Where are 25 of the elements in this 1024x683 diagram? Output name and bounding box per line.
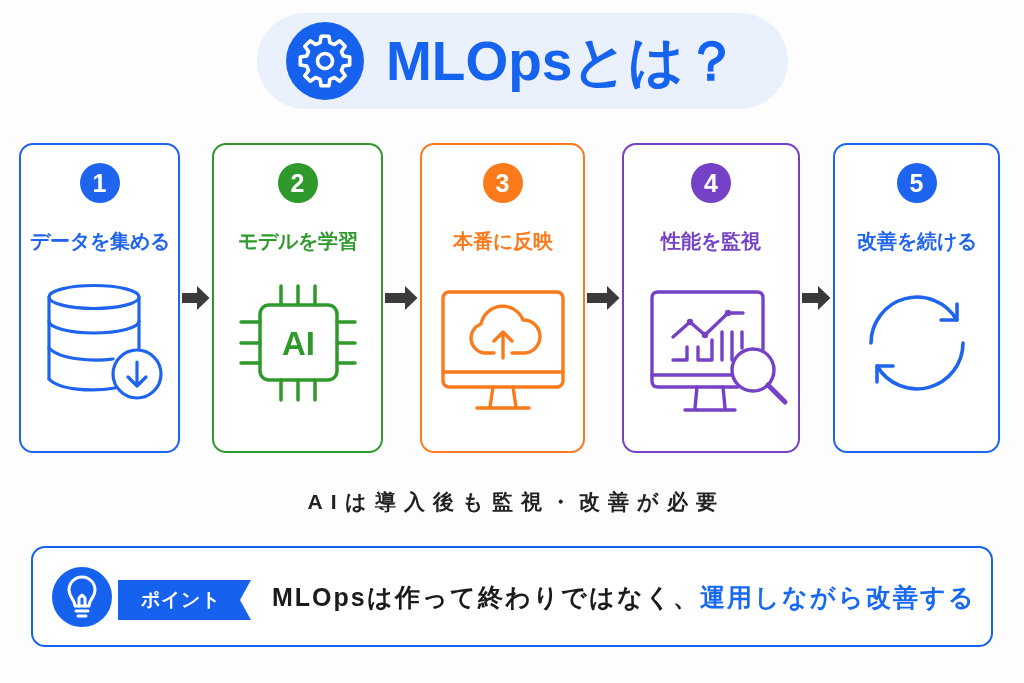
- step-title: 性能を監視: [661, 229, 761, 254]
- arrow: [182, 285, 210, 311]
- step-title: モデルを学習: [237, 229, 358, 254]
- step-title: 本番に反映: [452, 229, 553, 254]
- point-box: [31, 546, 993, 647]
- step-card: [420, 143, 585, 453]
- step-number: 2: [277, 163, 318, 203]
- chip-label: AI: [282, 325, 315, 360]
- arrow: [802, 285, 831, 311]
- step-title: 改善を続ける: [856, 229, 977, 254]
- step-number: 1: [79, 163, 120, 203]
- step-number: 5: [896, 163, 937, 203]
- step-number: 3: [482, 163, 523, 203]
- step-card: [19, 143, 180, 453]
- step-card: [212, 143, 383, 453]
- arrow: [385, 285, 418, 311]
- step-title: データを集める: [29, 229, 170, 254]
- arrow: [587, 285, 620, 311]
- title: MLOpsとは？: [386, 29, 740, 93]
- point-text: MLOpsは作って終わりではなく、運用しながら改善する: [272, 582, 976, 613]
- step-card: [833, 143, 1000, 453]
- step-card: [622, 143, 800, 453]
- step-number: 4: [691, 163, 731, 203]
- point-ribbon: ポイント: [118, 580, 251, 620]
- note-text: AIは導入後も監視・改善が必要: [307, 489, 725, 515]
